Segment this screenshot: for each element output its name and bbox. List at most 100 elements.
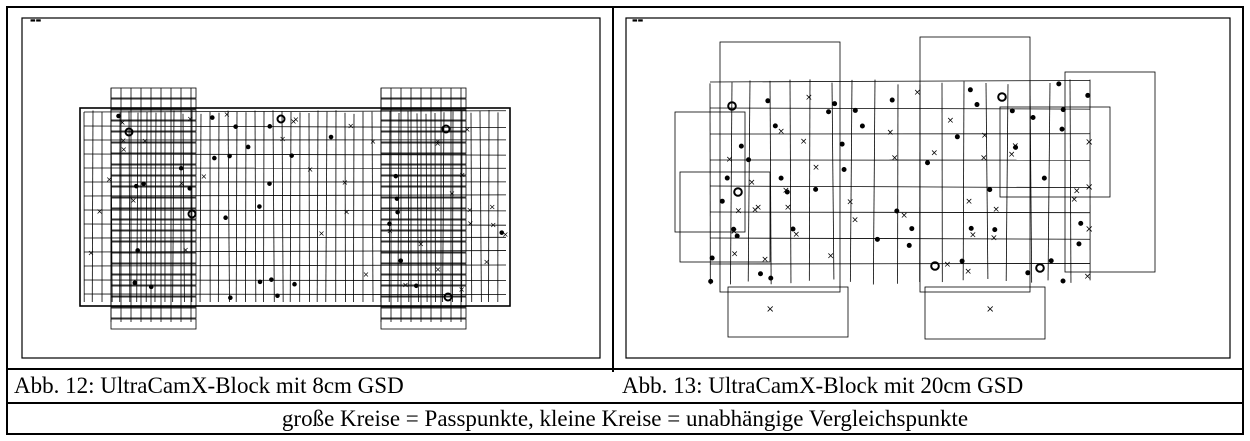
flight-line bbox=[289, 111, 292, 303]
flight-line bbox=[849, 79, 853, 282]
check-point bbox=[841, 166, 847, 172]
check-point-x: × bbox=[1085, 182, 1093, 193]
check-point bbox=[394, 196, 400, 201]
image-frame bbox=[727, 286, 849, 338]
check-point-x: × bbox=[805, 93, 813, 103]
check-point-x: × bbox=[748, 178, 756, 188]
check-point-x: × bbox=[986, 304, 994, 315]
image-frame bbox=[999, 106, 1111, 198]
check-point bbox=[790, 226, 796, 232]
flight-line bbox=[172, 110, 175, 303]
check-point-x: × bbox=[851, 215, 859, 225]
check-point bbox=[133, 183, 139, 189]
check-point-x: × bbox=[387, 226, 394, 235]
check-point-x: × bbox=[120, 145, 127, 154]
check-point bbox=[1076, 241, 1082, 247]
check-point-x: × bbox=[347, 121, 354, 130]
check-point bbox=[289, 153, 294, 158]
flight-line bbox=[254, 110, 257, 303]
strip-line bbox=[83, 293, 507, 295]
check-point bbox=[275, 293, 280, 299]
check-point bbox=[772, 123, 778, 129]
check-point-x: × bbox=[944, 260, 952, 270]
check-point-x: × bbox=[751, 206, 759, 216]
check-point-x: × bbox=[187, 115, 194, 124]
check-point-x: × bbox=[130, 196, 137, 205]
check-point bbox=[826, 109, 832, 115]
check-point-x: × bbox=[119, 118, 126, 127]
check-point-x: × bbox=[800, 137, 808, 147]
check-point bbox=[1059, 126, 1065, 132]
flight-line bbox=[808, 79, 811, 281]
check-point bbox=[187, 186, 193, 191]
flight-line bbox=[1005, 84, 1009, 282]
check-point bbox=[724, 175, 730, 181]
check-point-x: × bbox=[224, 110, 231, 119]
flight-line bbox=[479, 111, 482, 303]
check-point bbox=[1025, 270, 1031, 276]
control-point bbox=[276, 114, 286, 124]
flight-line bbox=[281, 110, 284, 303]
check-point bbox=[813, 186, 819, 192]
check-point bbox=[395, 209, 400, 215]
control-point bbox=[443, 292, 453, 302]
strip-line bbox=[709, 263, 1091, 265]
check-point bbox=[233, 124, 238, 129]
strip-line bbox=[709, 107, 1091, 110]
check-point-x: × bbox=[449, 189, 456, 198]
control-point bbox=[187, 209, 197, 219]
check-point-x: × bbox=[777, 127, 785, 137]
check-point-x: × bbox=[343, 208, 350, 217]
flight-line bbox=[747, 80, 751, 282]
check-point-x: × bbox=[891, 154, 899, 164]
check-point-x: × bbox=[96, 207, 103, 216]
check-point bbox=[393, 173, 399, 179]
flight-line bbox=[789, 79, 792, 284]
check-point-x: × bbox=[1008, 150, 1016, 160]
check-point bbox=[267, 124, 273, 129]
check-point-x: × bbox=[434, 139, 441, 148]
check-point bbox=[116, 113, 121, 119]
check-point-x: × bbox=[88, 249, 95, 258]
check-point bbox=[1056, 81, 1062, 87]
image-frame bbox=[919, 36, 1031, 293]
check-point-x: × bbox=[726, 155, 734, 165]
control-point bbox=[124, 127, 134, 137]
flight-line bbox=[154, 112, 157, 303]
check-point-x: × bbox=[201, 172, 208, 181]
check-point bbox=[212, 155, 217, 161]
check-point bbox=[832, 101, 838, 107]
flight-line bbox=[227, 110, 230, 303]
check-point bbox=[210, 115, 215, 120]
check-point bbox=[1041, 175, 1047, 181]
check-point bbox=[708, 278, 714, 284]
flight-line bbox=[371, 111, 374, 303]
check-point-x: × bbox=[990, 233, 998, 243]
check-point bbox=[757, 271, 763, 277]
check-point-x: × bbox=[341, 178, 348, 187]
check-point-x: × bbox=[1085, 137, 1093, 148]
check-point bbox=[719, 198, 725, 204]
flight-line bbox=[136, 112, 139, 303]
row-divider-bottom bbox=[8, 402, 1242, 404]
cross-strip bbox=[380, 252, 467, 264]
check-point-x: × bbox=[483, 257, 490, 266]
control-point bbox=[441, 124, 451, 134]
figure-table: ▬▬ ×××××××××××××××××××××××××××××××××××××… bbox=[6, 6, 1244, 435]
check-point bbox=[223, 215, 228, 221]
control-point bbox=[1035, 263, 1045, 273]
check-point bbox=[1009, 108, 1015, 114]
check-point bbox=[148, 284, 154, 290]
check-point bbox=[227, 153, 232, 159]
check-point bbox=[778, 175, 784, 181]
check-point-x: × bbox=[965, 197, 973, 207]
image-frame bbox=[719, 41, 841, 293]
cross-strip bbox=[110, 87, 197, 99]
check-point-x: × bbox=[417, 239, 424, 248]
flight-line bbox=[1047, 82, 1051, 281]
flight-line bbox=[235, 111, 238, 303]
strip-line bbox=[83, 194, 507, 197]
check-point-x: × bbox=[964, 267, 972, 277]
flight-line bbox=[470, 112, 473, 303]
check-point-x: × bbox=[784, 203, 792, 213]
